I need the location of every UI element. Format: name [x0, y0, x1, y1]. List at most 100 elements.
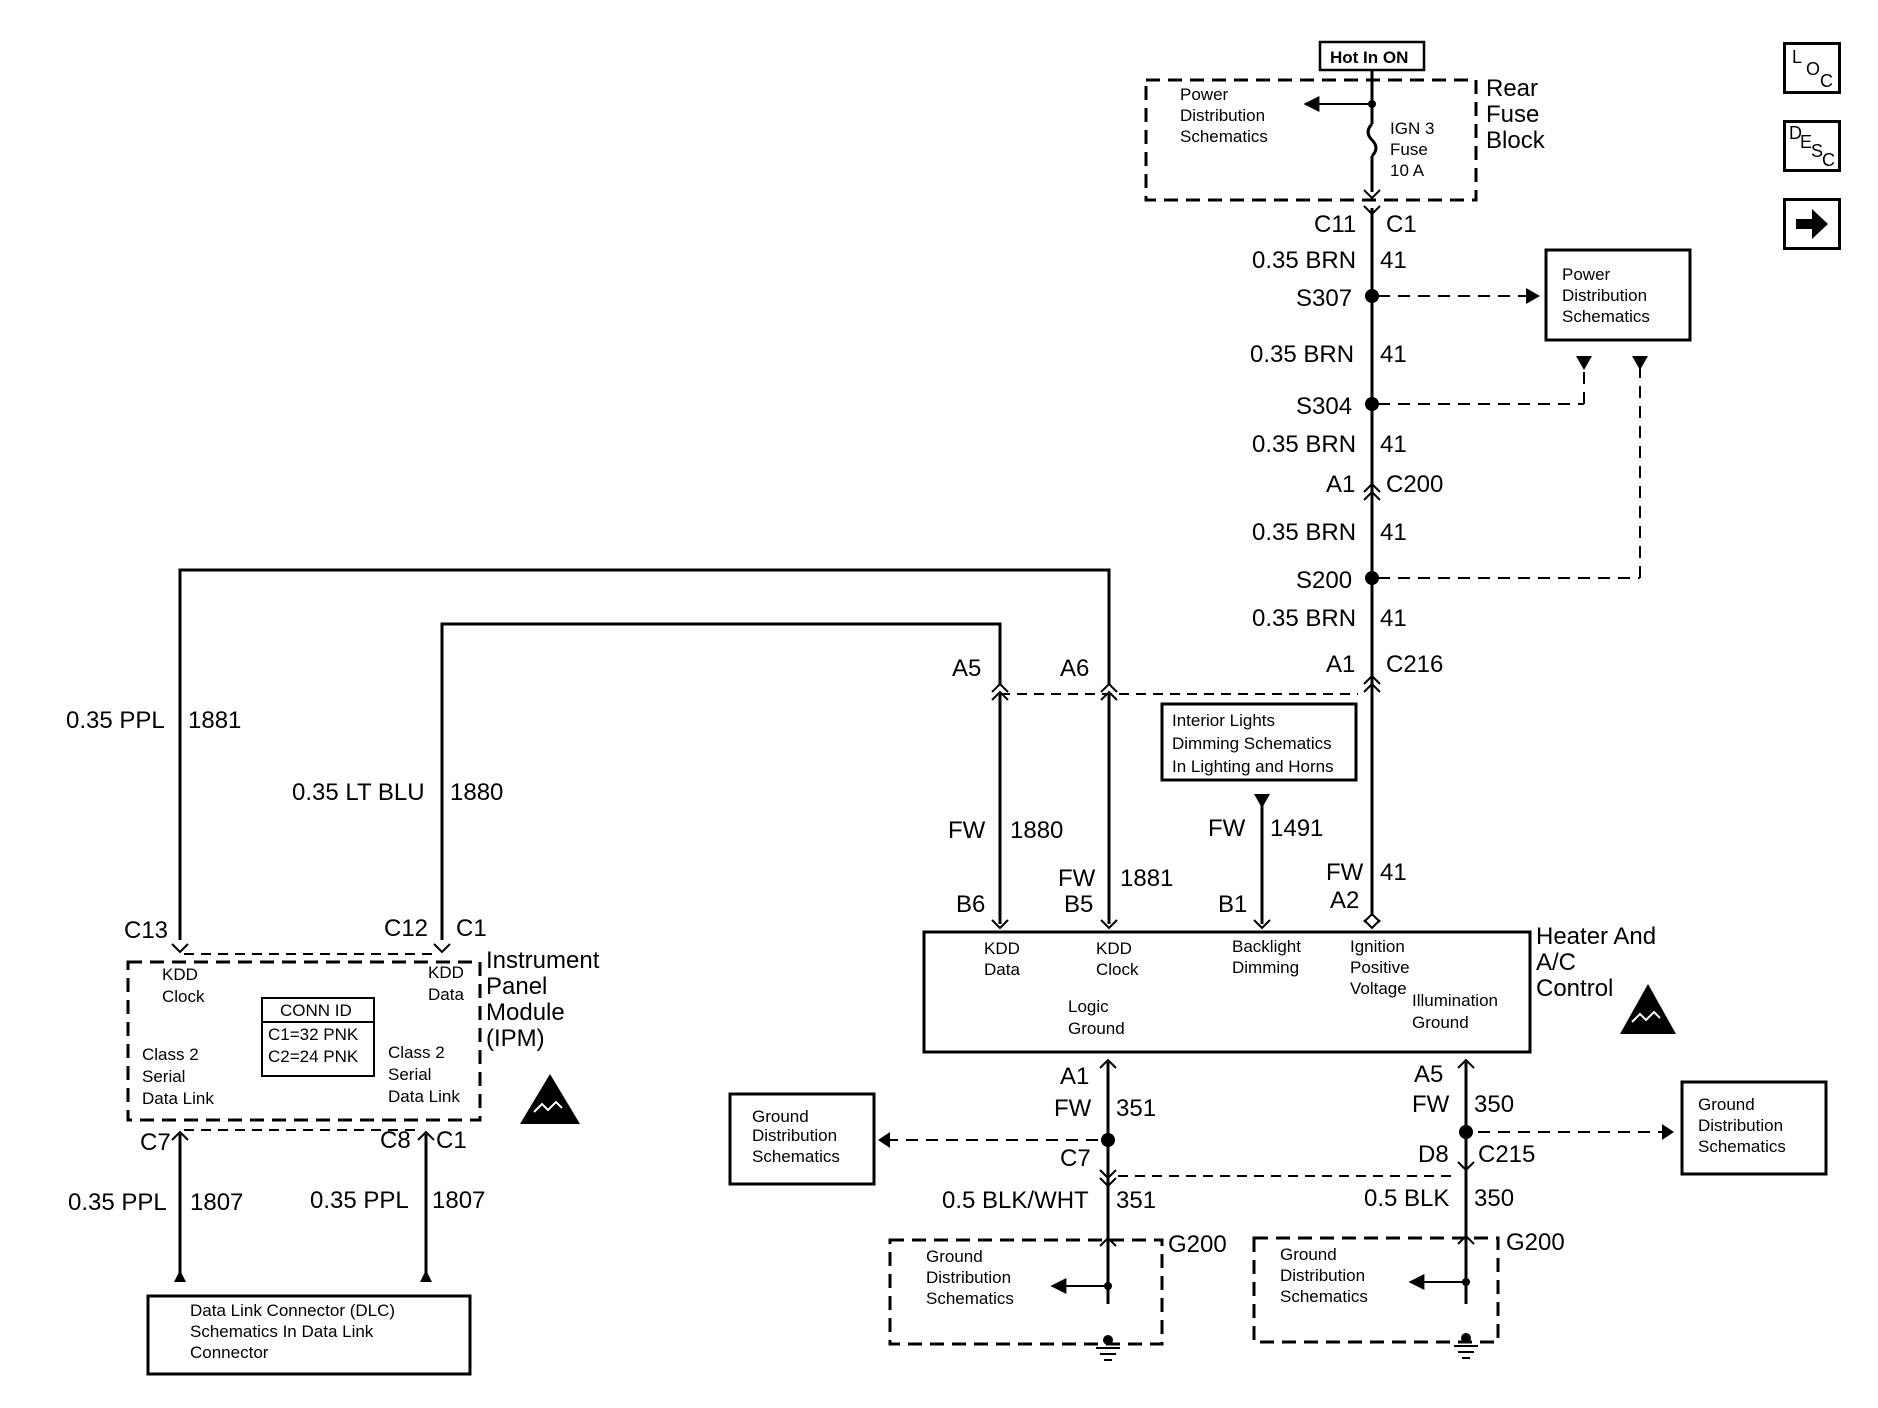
ground-ref-right-2: Distribution: [1698, 1116, 1783, 1135]
splice-s200: [1365, 571, 1379, 585]
label-a1-c200: A1: [1326, 471, 1355, 498]
circ-1881-ipm: 1881: [188, 707, 241, 734]
wire-label-4: 0.35 BRN: [1252, 519, 1356, 546]
ground-symbol-left: [1096, 1347, 1120, 1361]
label-b5: B5: [1064, 891, 1093, 918]
label-c7-ipm: C7: [140, 1129, 171, 1156]
hvac-name-3: Control: [1536, 975, 1613, 1002]
loc-letter-c: C: [1820, 71, 1833, 91]
hvac-control-box: [922, 930, 1532, 1054]
next-arrow-button[interactable]: [1783, 198, 1841, 250]
hvac-logic-ground-2: Ground: [1068, 1019, 1125, 1038]
label-c12: C12: [384, 915, 428, 942]
conn-id-row-1: C1=32 PNK: [268, 1025, 359, 1044]
circ-1881: 1881: [1120, 865, 1173, 892]
dlc-ref-2: Schematics In Data Link: [190, 1322, 374, 1341]
ipm-name-3: Module: [486, 999, 565, 1026]
circuit-1881-wire: [178, 568, 1111, 940]
power-ref-3: Schematics: [1562, 307, 1650, 326]
ipm-box: [126, 960, 482, 1122]
label-fw-1881: FW: [1058, 865, 1096, 892]
power-ref-1: Power: [1562, 265, 1611, 284]
hvac-ignition-1: Ignition: [1350, 937, 1405, 956]
label-a5-ground: A5: [1414, 1061, 1443, 1088]
ipm-name-4: (IPM): [486, 1025, 545, 1052]
desc-button[interactable]: D E S C: [1783, 120, 1841, 172]
circ-label-2: 41: [1380, 341, 1407, 368]
label-s200: S200: [1296, 567, 1352, 594]
hvac-name-1: Heater And: [1536, 923, 1656, 950]
conn-id-title: CONN ID: [280, 1001, 352, 1020]
ipm-name-1: Instrument: [486, 947, 600, 974]
wire-label-3: 0.35 BRN: [1252, 431, 1356, 458]
interior-lights-3: In Lighting and Horns: [1172, 757, 1334, 776]
label-fw-41: FW: [1326, 859, 1364, 886]
circ-label-1: 41: [1380, 247, 1407, 274]
circ-351-wire: 351: [1116, 1187, 1156, 1214]
hvac-backlight-1: Backlight: [1232, 937, 1301, 956]
ground-ref-left-2: Distribution: [752, 1126, 837, 1145]
splice-s307: [1365, 289, 1379, 303]
interior-lights-ref-box: [1160, 702, 1358, 782]
ground-dashed-left-3: Schematics: [926, 1289, 1014, 1308]
hvac-illum-ground-1: Illumination: [1412, 991, 1498, 1010]
circ-1880-ipm: 1880: [450, 779, 503, 806]
desc-letter-s: S: [1811, 141, 1824, 161]
ground-ref-box-right: [1680, 1080, 1828, 1176]
label-d8: D8: [1418, 1141, 1449, 1168]
ipm-kdd-data-1: KDD: [428, 963, 464, 982]
class2-right-1: Class 2: [388, 1043, 445, 1062]
circ-label-5: 41: [1380, 605, 1407, 632]
esd-icon-ipm: [520, 1074, 580, 1124]
label-g200-right: G200: [1506, 1229, 1565, 1256]
hvac-kdd-clock-2: Clock: [1096, 960, 1139, 979]
circ-label-4: 41: [1380, 519, 1407, 546]
circ-350: 350: [1474, 1091, 1514, 1118]
fuse-block-name-2: Fuse: [1486, 101, 1539, 128]
fuse-block-name-3: Block: [1486, 127, 1546, 154]
ground-dashed-right-2: Distribution: [1280, 1266, 1365, 1285]
hvac-kdd-clock-1: KDD: [1096, 939, 1132, 958]
power-dist-ref-box: [1544, 248, 1692, 342]
ipm-kdd-clock-1: KDD: [162, 965, 198, 984]
fuse-ref-3: Schematics: [1180, 127, 1268, 146]
label-a2: A2: [1330, 887, 1359, 914]
circ-351: 351: [1116, 1095, 1156, 1122]
conn-id-box: [261, 997, 375, 1077]
label-c13: C13: [124, 917, 168, 944]
label-a5: A5: [952, 655, 981, 682]
hvac-logic-ground-1: Logic: [1068, 997, 1109, 1016]
label-a1-ground: A1: [1060, 1063, 1089, 1090]
fuse-label-1: IGN 3: [1390, 119, 1434, 138]
fuse-label-3: 10 A: [1390, 161, 1425, 180]
label-c1-ipm-top: C1: [456, 915, 487, 942]
label-g200-left: G200: [1168, 1231, 1227, 1258]
hvac-backlight-2: Dimming: [1232, 958, 1299, 977]
arrow-head-s307: [1526, 288, 1540, 304]
circ-1491: 1491: [1270, 815, 1323, 842]
fuse-label-2: Fuse: [1390, 140, 1428, 159]
class2-left-1: Class 2: [142, 1045, 199, 1064]
dlc-ref-3: Connector: [190, 1343, 269, 1362]
ground-ref-right-1: Ground: [1698, 1095, 1755, 1114]
splice-ground-left: [1101, 1133, 1115, 1147]
label-fw-351: FW: [1054, 1095, 1092, 1122]
class2-left-2: Serial: [142, 1067, 185, 1086]
ground-dashed-right-3: Schematics: [1280, 1287, 1368, 1306]
label-c200: C200: [1386, 471, 1443, 498]
wire-1880-label: 0.35 LT BLU: [292, 779, 425, 806]
label-b1: B1: [1218, 891, 1247, 918]
esd-icon-hvac: [1620, 984, 1676, 1034]
ground-ref-right-3: Schematics: [1698, 1137, 1786, 1156]
rear-fuse-block-box: [1144, 78, 1478, 202]
wire-1881-label: 0.35 PPL: [66, 707, 165, 734]
circ-1880: 1880: [1010, 817, 1063, 844]
loc-button[interactable]: L O C: [1783, 42, 1841, 94]
circ-label-3: 41: [1380, 431, 1407, 458]
circ-1807-right: 1807: [432, 1187, 485, 1214]
c216-connector-icon: [1363, 674, 1381, 693]
hvac-name-2: A/C: [1536, 949, 1576, 976]
fuse-block-name-1: Rear: [1486, 75, 1538, 102]
label-a6: A6: [1060, 655, 1089, 682]
